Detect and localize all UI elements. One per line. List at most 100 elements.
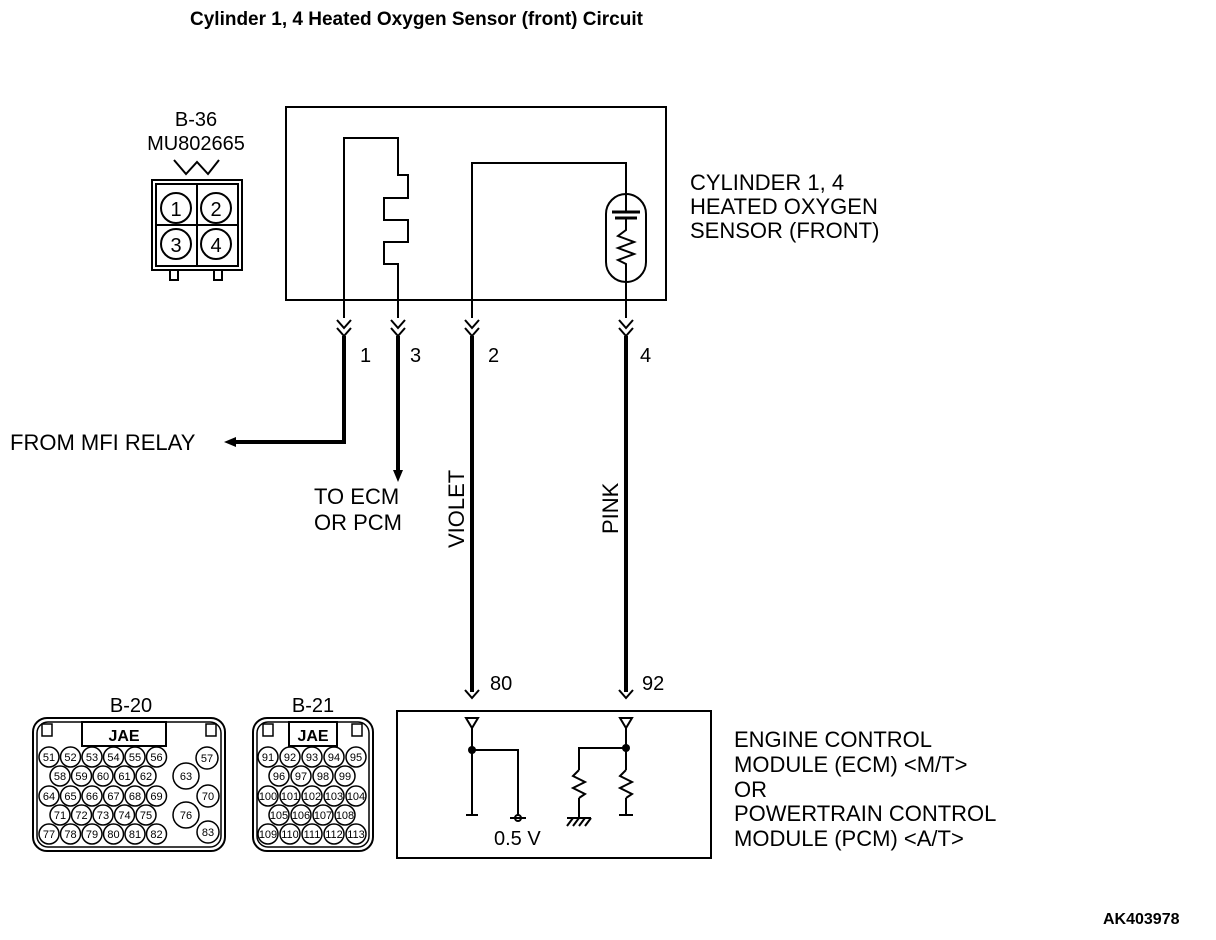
svg-text:82: 82 (150, 829, 162, 841)
svg-text:94: 94 (328, 752, 340, 764)
b20-pin-72: 72 (70, 804, 93, 826)
b21-pin-99: 99 (334, 765, 356, 787)
diagram-title: Cylinder 1, 4 Heated Oxygen Sensor (fron… (190, 9, 644, 30)
b21-pin-98: 98 (312, 765, 334, 787)
ecm-pin-80: 80 (490, 673, 512, 695)
b36-pin-1: 1 (170, 199, 181, 221)
b20-pin-73: 73 (92, 804, 114, 826)
svg-text:54: 54 (107, 752, 119, 764)
b21-pin-91: 91 (257, 746, 279, 768)
svg-text:104: 104 (347, 791, 365, 803)
svg-text:71: 71 (54, 810, 66, 822)
b21-pin-102: 102 (301, 785, 323, 807)
pin-label-2: 2 (488, 345, 499, 367)
b21-pin-112: 112 (323, 823, 345, 845)
b20-pin-82: 82 (145, 823, 168, 845)
connector-b21-id: B-21 (292, 695, 334, 717)
svg-text:66: 66 (86, 791, 98, 803)
b20-pin-60: 60 (92, 765, 114, 787)
pin-label-3: 3 (410, 345, 421, 367)
svg-text:109: 109 (259, 829, 277, 841)
svg-text:110: 110 (281, 829, 299, 841)
svg-text:62: 62 (140, 771, 152, 783)
svg-text:75: 75 (140, 810, 152, 822)
b20-pin-59: 59 (70, 765, 93, 787)
svg-text:78: 78 (64, 829, 76, 841)
pin-label-1: 1 (360, 345, 371, 367)
svg-text:98: 98 (317, 771, 329, 783)
svg-text:79: 79 (86, 829, 98, 841)
b20-pin-71: 71 (49, 804, 71, 826)
svg-text:68: 68 (129, 791, 141, 803)
svg-text:91: 91 (262, 752, 274, 764)
to-ecm-label-line1: TO ECM (314, 484, 399, 509)
sensor-terminal-chevrons (336, 319, 634, 338)
svg-text:59: 59 (75, 771, 87, 783)
connector-b20-maker: JAE (108, 728, 139, 745)
sensor-box (285, 106, 667, 318)
svg-text:69: 69 (150, 791, 162, 803)
b20-pin-77: 77 (38, 823, 60, 845)
svg-text:105: 105 (270, 810, 288, 822)
b21-pin-101: 101 (279, 785, 301, 807)
b21-pin-113: 113 (345, 823, 367, 845)
b20-pin-52: 52 (59, 746, 82, 768)
wires (230, 336, 628, 692)
connector-b36: B-36 MU802665 1 2 3 4 (147, 109, 245, 281)
svg-text:60: 60 (97, 771, 109, 783)
b20-pin-70: 70 (196, 784, 220, 808)
b21-pin-94: 94 (323, 746, 345, 768)
b21-pin-104: 104 (345, 785, 367, 807)
b21-pin-105: 105 (268, 804, 290, 826)
b21-pin-95: 95 (345, 746, 367, 768)
b20-pin-61: 61 (113, 765, 136, 787)
b20-pin-80: 80 (102, 823, 125, 845)
b36-pin-4: 4 (210, 235, 221, 257)
ecm-label-line2: MODULE (ECM) <M/T> (734, 752, 967, 777)
ecm-terminal-chevrons (464, 689, 634, 700)
svg-text:83: 83 (202, 827, 214, 839)
svg-text:52: 52 (64, 752, 76, 764)
b21-pin-92: 92 (279, 746, 301, 768)
svg-text:113: 113 (347, 829, 365, 841)
b21-pin-109: 109 (257, 823, 279, 845)
svg-text:81: 81 (129, 829, 141, 841)
ecm-box: 0.5 V (396, 710, 712, 859)
b20-pin-79: 79 (81, 823, 103, 845)
b20-pin-55: 55 (124, 746, 146, 768)
connector-b21-maker: JAE (297, 728, 328, 745)
b21-pin-108: 108 (334, 804, 356, 826)
svg-text:55: 55 (129, 752, 141, 764)
b20-pin-81: 81 (124, 823, 146, 845)
b20-pin-65: 65 (59, 785, 82, 807)
from-mfi-relay-label: FROM MFI RELAY (10, 430, 196, 455)
svg-text:67: 67 (107, 791, 119, 803)
b21-pin-93: 93 (301, 746, 323, 768)
svg-text:58: 58 (54, 771, 66, 783)
svg-text:80: 80 (107, 829, 119, 841)
b20-pin-67: 67 (102, 785, 125, 807)
svg-text:111: 111 (304, 829, 321, 841)
reference-voltage: 0.5 V (494, 828, 541, 850)
svg-text:107: 107 (314, 810, 332, 822)
pin-label-4: 4 (640, 345, 651, 367)
b20-pin-74: 74 (113, 804, 136, 826)
b36-pin-3: 3 (170, 235, 181, 257)
svg-text:97: 97 (295, 771, 307, 783)
wire-color-pink: PINK (598, 482, 623, 534)
svg-text:77: 77 (43, 829, 55, 841)
ecm-pin-92: 92 (642, 673, 664, 695)
svg-text:73: 73 (97, 810, 109, 822)
sensor-label-line2: HEATED OXYGEN (690, 194, 878, 219)
svg-text:106: 106 (292, 810, 310, 822)
ecm-label-line1: ENGINE CONTROL (734, 727, 932, 752)
svg-text:70: 70 (202, 791, 214, 803)
svg-text:108: 108 (336, 810, 354, 822)
b20-pin-57: 57 (195, 746, 219, 770)
svg-text:61: 61 (118, 771, 130, 783)
svg-text:95: 95 (350, 752, 362, 764)
b20-pin-78: 78 (59, 823, 82, 845)
b20-pin-64: 64 (38, 785, 60, 807)
